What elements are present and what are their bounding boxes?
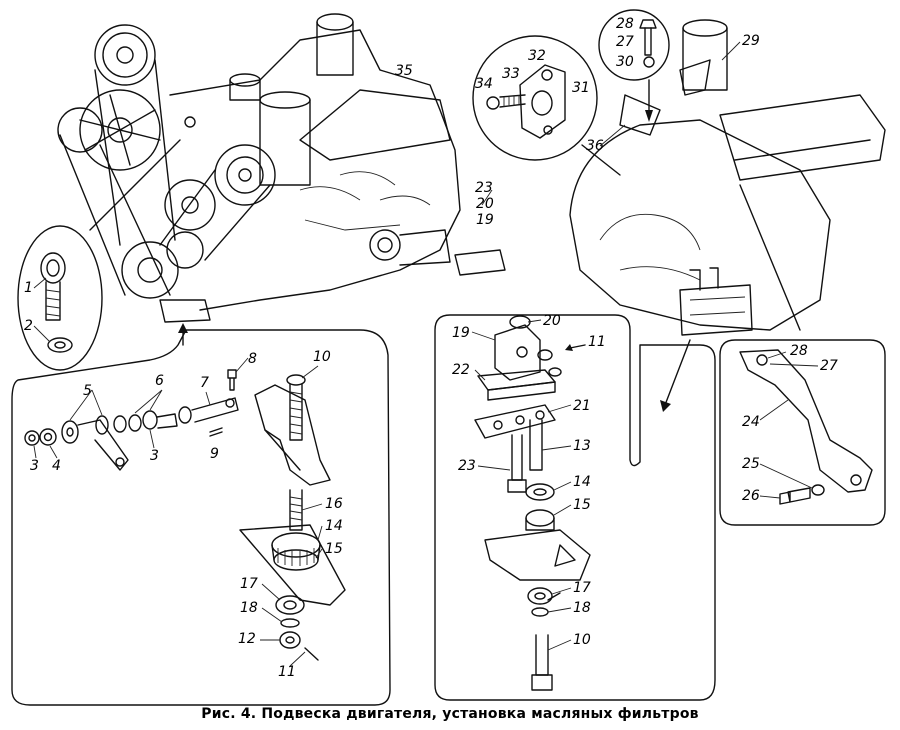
rear-mount-detail-panel — [434, 314, 716, 701]
label-30: 30 — [616, 54, 634, 70]
label-21: 21 — [573, 398, 591, 414]
leader-lines — [33, 41, 819, 667]
label-11b: 11 — [588, 334, 606, 350]
bracket-detail-circle — [472, 35, 621, 176]
label-17: 17 — [240, 576, 258, 592]
eye-bolt-detail-circle — [17, 139, 181, 371]
label-6: 6 — [155, 373, 164, 389]
right-engine-illustration — [569, 19, 886, 412]
label-29: 29 — [742, 33, 760, 49]
label-22: 22 — [452, 362, 470, 378]
label-8: 8 — [248, 351, 257, 367]
label-3b: 3 — [150, 448, 159, 464]
label-27b: 27 — [820, 358, 838, 374]
label-15: 15 — [325, 541, 343, 557]
label-12: 12 — [238, 631, 256, 647]
label-19: 19 — [452, 325, 470, 341]
label-10: 10 — [313, 349, 331, 365]
label-14b: 14 — [573, 474, 591, 490]
label-28: 28 — [616, 16, 634, 32]
label-18: 18 — [240, 600, 258, 616]
figure-caption: Рис. 4. Подвеска двигателя, установка ма… — [201, 706, 699, 722]
label-15b: 15 — [573, 497, 591, 513]
label-32: 32 — [528, 48, 546, 64]
label-33: 33 — [502, 66, 520, 82]
label-2: 2 — [24, 318, 33, 334]
label-20b: 20 — [476, 196, 494, 212]
label-24: 24 — [742, 414, 760, 430]
label-23b: 23 — [475, 180, 493, 196]
label-1: 1 — [24, 280, 33, 296]
label-35: 35 — [395, 63, 413, 79]
label-36: 36 — [586, 138, 604, 154]
part-number-labels: 1 2 3 4 5 6 3 7 8 9 10 16 14 15 17 18 12… — [24, 16, 838, 680]
label-14: 14 — [325, 518, 343, 534]
label-18b: 18 — [573, 600, 591, 616]
label-27: 27 — [616, 34, 634, 50]
label-5: 5 — [83, 383, 92, 399]
label-10b: 10 — [573, 632, 591, 648]
label-16: 16 — [325, 496, 343, 512]
label-4: 4 — [52, 458, 61, 474]
front-mount-detail-panel — [11, 329, 391, 706]
label-26: 26 — [742, 488, 760, 504]
label-19b: 19 — [476, 212, 494, 228]
left-engine-illustration — [57, 13, 506, 346]
label-25: 25 — [742, 456, 760, 472]
bolt-detail-circle — [598, 9, 670, 122]
label-7: 7 — [200, 375, 209, 391]
label-11: 11 — [278, 664, 296, 680]
label-28b: 28 — [790, 343, 808, 359]
label-34: 34 — [475, 76, 493, 92]
label-17b: 17 — [573, 580, 591, 596]
label-9: 9 — [210, 446, 219, 462]
label-3: 3 — [30, 458, 39, 474]
label-31: 31 — [572, 80, 590, 96]
label-13: 13 — [573, 438, 591, 454]
label-20: 20 — [543, 313, 561, 329]
filter-bracket-detail-panel — [719, 339, 886, 526]
label-23: 23 — [458, 458, 476, 474]
